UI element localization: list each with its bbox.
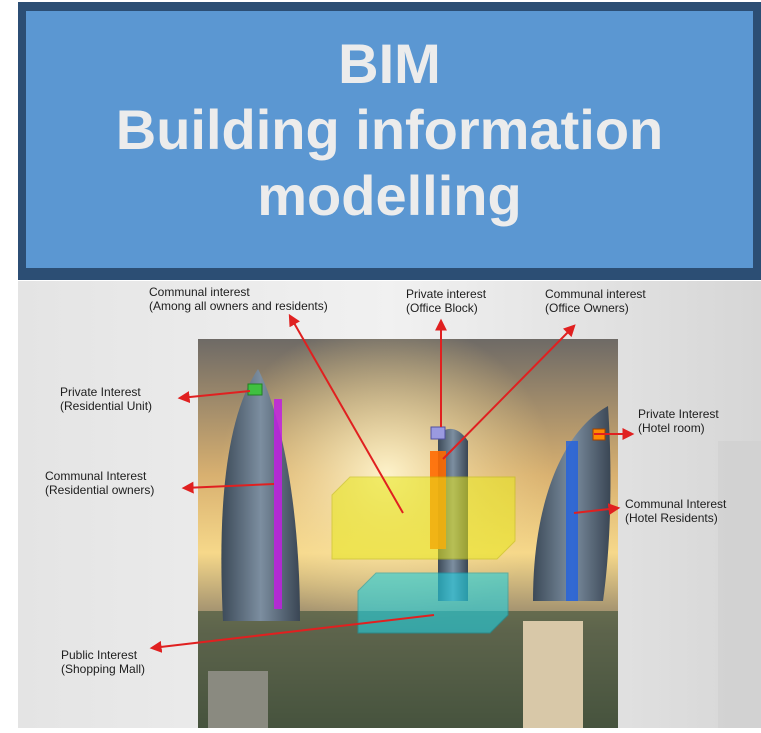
background-building xyxy=(718,441,761,728)
title-line-3: modelling xyxy=(257,164,522,227)
label-private-residential-subtitle: (Residential Unit) xyxy=(60,399,153,413)
foreground-structure xyxy=(208,671,268,728)
label-communal-hotel: Communal Interest (Hotel Residents) xyxy=(625,497,726,525)
residential-column xyxy=(274,399,282,609)
label-communal-residential-title: Communal Interest xyxy=(45,469,147,483)
label-communal-hotel-subtitle: (Hotel Residents) xyxy=(625,511,718,525)
label-private-hotel: Private Interest (Hotel room) xyxy=(638,407,719,435)
label-private-hotel-subtitle: (Hotel room) xyxy=(638,421,705,435)
page-title: BIM Building information modelling xyxy=(26,31,753,229)
label-private-office-title: Private interest xyxy=(406,287,487,301)
arrow-communal-office xyxy=(442,324,576,460)
arrow-communal-all xyxy=(288,313,404,514)
label-private-office-subtitle: (Office Block) xyxy=(406,301,478,315)
label-private-office: Private interest (Office Block) xyxy=(406,287,486,315)
arrow-communal-hotel xyxy=(573,503,621,516)
bim-diagram: Communal interest (Among all owners and … xyxy=(18,281,761,728)
arrow-public-mall xyxy=(149,614,435,653)
title-banner: BIM Building information modelling xyxy=(18,2,761,280)
label-private-hotel-title: Private Interest xyxy=(638,407,719,421)
label-communal-all-title: Communal interest xyxy=(149,285,250,299)
label-public-mall-title: Public Interest xyxy=(61,648,138,662)
residential-unit-marker xyxy=(247,383,263,396)
label-communal-residential: Communal Interest (Residential owners) xyxy=(45,469,154,497)
foreground-building xyxy=(523,621,583,728)
building-illustration xyxy=(18,281,761,728)
label-communal-hotel-title: Communal Interest xyxy=(625,497,727,511)
label-private-residential: Private Interest (Residential Unit) xyxy=(60,385,152,413)
hotel-column xyxy=(566,441,578,601)
mall-box xyxy=(357,572,509,634)
label-communal-all: Communal interest (Among all owners and … xyxy=(149,285,328,313)
label-communal-residential-subtitle: (Residential owners) xyxy=(45,483,155,497)
label-public-mall: Public Interest (Shopping Mall) xyxy=(61,648,145,676)
label-public-mall-subtitle: (Shopping Mall) xyxy=(61,662,146,676)
title-line-2: Building information xyxy=(115,98,664,161)
arrow-private-residential xyxy=(177,390,251,404)
label-communal-office-subtitle: (Office Owners) xyxy=(545,301,629,315)
title-line-1: BIM xyxy=(338,32,441,95)
arrow-communal-residential xyxy=(181,481,275,494)
label-communal-office-title: Communal interest xyxy=(545,287,646,301)
label-private-residential-title: Private Interest xyxy=(60,385,141,399)
label-communal-office: Communal interest (Office Owners) xyxy=(545,287,646,315)
office-unit-marker xyxy=(430,426,446,440)
communal-all-box xyxy=(331,476,516,560)
label-communal-all-subtitle: (Among all owners and residents) xyxy=(149,299,328,313)
title-banner-panel: BIM Building information modelling xyxy=(26,11,753,268)
